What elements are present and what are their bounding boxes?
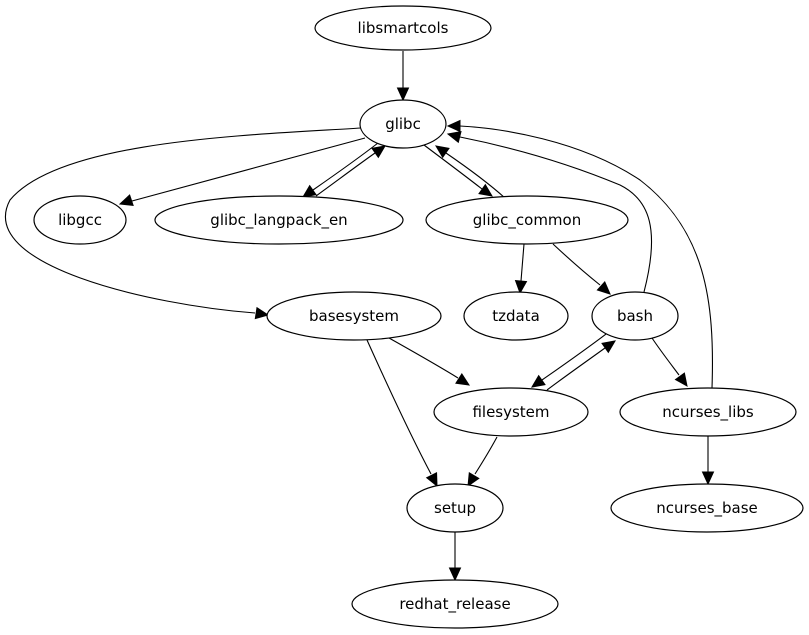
edge-line bbox=[388, 337, 459, 379]
edge-line bbox=[445, 152, 506, 199]
arrowhead-icon bbox=[371, 145, 386, 159]
edge-line bbox=[552, 243, 601, 286]
edge-line bbox=[312, 142, 379, 191]
edge-glibc_common-to-glibc bbox=[435, 145, 506, 199]
edge-glibc-to-libgcc bbox=[118, 137, 366, 207]
edge-filesystem-to-setup bbox=[467, 436, 498, 488]
arrowhead-icon bbox=[531, 374, 546, 388]
node-label: basesystem bbox=[309, 307, 399, 325]
node-ncurses-base: ncurses_base bbox=[610, 483, 804, 533]
edge-line bbox=[459, 125, 713, 389]
arrowhead-icon bbox=[467, 472, 480, 488]
node-label: setup bbox=[434, 499, 476, 517]
node-ellipse bbox=[351, 579, 559, 629]
edge-basesystem-to-filesystem bbox=[388, 337, 471, 386]
node-label: glibc_common bbox=[473, 211, 581, 230]
node-ellipse bbox=[433, 387, 589, 437]
arrowhead-icon bbox=[254, 306, 270, 320]
node-ellipse bbox=[425, 195, 629, 245]
edge-ncurses_libs-to-glibc bbox=[446, 119, 713, 389]
arrowhead-icon bbox=[302, 184, 317, 198]
node-libgcc: libgcc bbox=[33, 195, 127, 245]
edge-bash-to-ncurses_libs bbox=[651, 337, 688, 387]
arrowhead-icon bbox=[674, 372, 688, 387]
node-ellipse bbox=[359, 99, 447, 149]
edge-bash-to-glibc bbox=[446, 130, 653, 293]
edge-glibc_langpack_en-to-glibc bbox=[315, 145, 386, 197]
edge-basesystem-to-setup bbox=[366, 339, 438, 488]
node-label: bash bbox=[617, 307, 653, 325]
edge-setup-to-redhat_release bbox=[448, 532, 462, 582]
node-label: libsmartcols bbox=[358, 19, 449, 37]
arrowhead-icon bbox=[514, 280, 528, 295]
arrowhead-icon bbox=[425, 472, 438, 488]
edge-filesystem-to-bash bbox=[546, 340, 616, 391]
edge-line bbox=[423, 144, 483, 190]
node-label: filesystem bbox=[472, 403, 549, 421]
node-ellipse bbox=[591, 291, 679, 341]
node-label: glibc_langpack_en bbox=[210, 211, 347, 230]
edge-bash-to-filesystem bbox=[531, 333, 607, 388]
edge-line bbox=[651, 337, 680, 376]
arrowhead-icon bbox=[446, 119, 461, 133]
edge-line bbox=[459, 136, 653, 293]
edge-line bbox=[546, 347, 606, 391]
node-label: ncurses_base bbox=[656, 499, 758, 518]
arrowhead-icon bbox=[396, 87, 410, 102]
node-ellipse bbox=[406, 483, 504, 533]
arrowhead-icon bbox=[455, 372, 471, 386]
node-label: tzdata bbox=[492, 307, 540, 325]
node-label: redhat_release bbox=[399, 595, 510, 614]
node-redhat-release: redhat_release bbox=[351, 579, 559, 629]
node-ellipse bbox=[610, 483, 804, 533]
arrowhead-icon bbox=[446, 130, 462, 144]
edge-glibc-to-glibc_langpack_en bbox=[302, 142, 379, 198]
edge-glibc_common-to-bash bbox=[552, 243, 611, 295]
arrowhead-icon bbox=[478, 183, 493, 197]
edge-glibc_common-to-tzdata bbox=[514, 243, 528, 295]
arrowhead-icon bbox=[596, 280, 611, 295]
arrowhead-icon bbox=[701, 471, 715, 486]
node-setup: setup bbox=[406, 483, 504, 533]
arrowhead-icon bbox=[601, 340, 616, 354]
edge-line bbox=[131, 137, 366, 202]
node-ncurses-libs: ncurses_libs bbox=[619, 387, 797, 437]
node-ellipse bbox=[266, 291, 442, 341]
node-label: ncurses_libs bbox=[662, 403, 754, 422]
node-glibc: glibc bbox=[359, 99, 447, 149]
arrowhead-icon bbox=[118, 194, 134, 207]
node-ellipse bbox=[314, 5, 492, 51]
node-glibc-common: glibc_common bbox=[425, 195, 629, 245]
edge-line bbox=[474, 436, 498, 475]
arrowhead-icon bbox=[435, 145, 450, 159]
edge-libsmartcols-to-glibc bbox=[396, 51, 410, 102]
edges-layer bbox=[5, 51, 715, 582]
edge-line bbox=[315, 152, 376, 197]
node-bash: bash bbox=[591, 291, 679, 341]
node-filesystem: filesystem bbox=[433, 387, 589, 437]
node-ellipse bbox=[463, 291, 569, 341]
node-label: libgcc bbox=[58, 211, 102, 229]
node-ellipse bbox=[154, 195, 404, 245]
node-basesystem: basesystem bbox=[266, 291, 442, 341]
nodes-layer: libsmartcols glibc libgcc glibc_langpack_en… bbox=[33, 5, 804, 629]
edge-line bbox=[541, 333, 607, 381]
node-ellipse bbox=[33, 195, 127, 245]
node-glibc-langpack-en: glibc_langpack_en bbox=[154, 195, 404, 245]
edge-glibc-to-glibc_common bbox=[423, 144, 493, 197]
edge-glibc-to-basesystem bbox=[5, 127, 362, 320]
node-ellipse bbox=[619, 387, 797, 437]
edge-line bbox=[5, 127, 362, 314]
edge-line bbox=[366, 339, 432, 475]
node-label: glibc bbox=[385, 115, 421, 133]
node-libsmartcols: libsmartcols bbox=[314, 5, 492, 51]
node-tzdata: tzdata bbox=[463, 291, 569, 341]
edge-ncurses_libs-to-ncurses_base bbox=[701, 436, 715, 486]
arrowhead-icon bbox=[448, 567, 462, 582]
edge-line bbox=[520, 243, 525, 282]
